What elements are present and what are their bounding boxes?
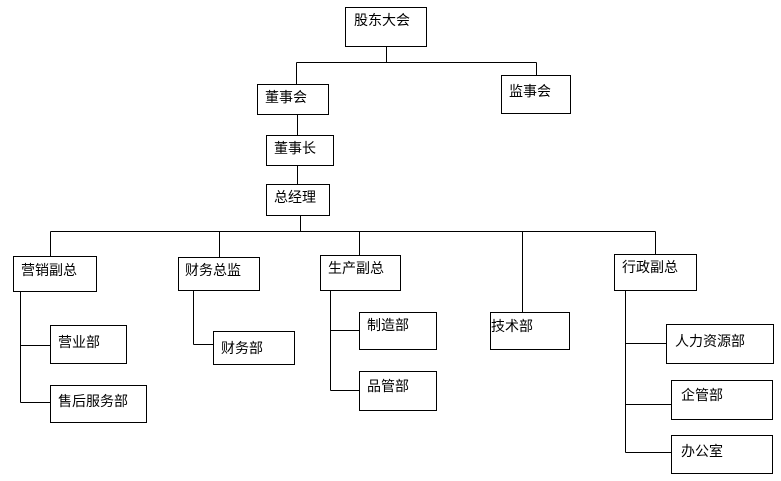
vp-admin-node: 行政副总	[614, 254, 697, 291]
after-sales-dept-node: 售后服务部	[50, 385, 147, 423]
manufacturing-dept-node: 制造部	[359, 312, 437, 350]
general-manager-node: 总经理	[266, 184, 330, 216]
shareholders-meeting-node: 股东大会	[345, 7, 427, 47]
sales-dept-node: 营业部	[50, 325, 127, 364]
tech-dept-node: 技术部	[490, 312, 570, 350]
enterprise-mgmt-dept-node: 企管部	[671, 380, 773, 420]
board-of-directors-node: 董事会	[257, 84, 329, 115]
board-of-supervisors-node: 监事会	[501, 75, 571, 114]
finance-dept-node: 财务部	[213, 331, 295, 365]
chairman-node: 董事长	[266, 135, 334, 166]
quality-dept-node: 品管部	[359, 371, 437, 411]
vp-sales-node: 营销副总	[13, 256, 97, 292]
cfo-node: 财务总监	[178, 257, 260, 291]
hr-dept-node: 人力资源部	[666, 324, 774, 364]
office-node: 办公室	[671, 435, 773, 474]
vp-production-node: 生产副总	[320, 255, 401, 291]
